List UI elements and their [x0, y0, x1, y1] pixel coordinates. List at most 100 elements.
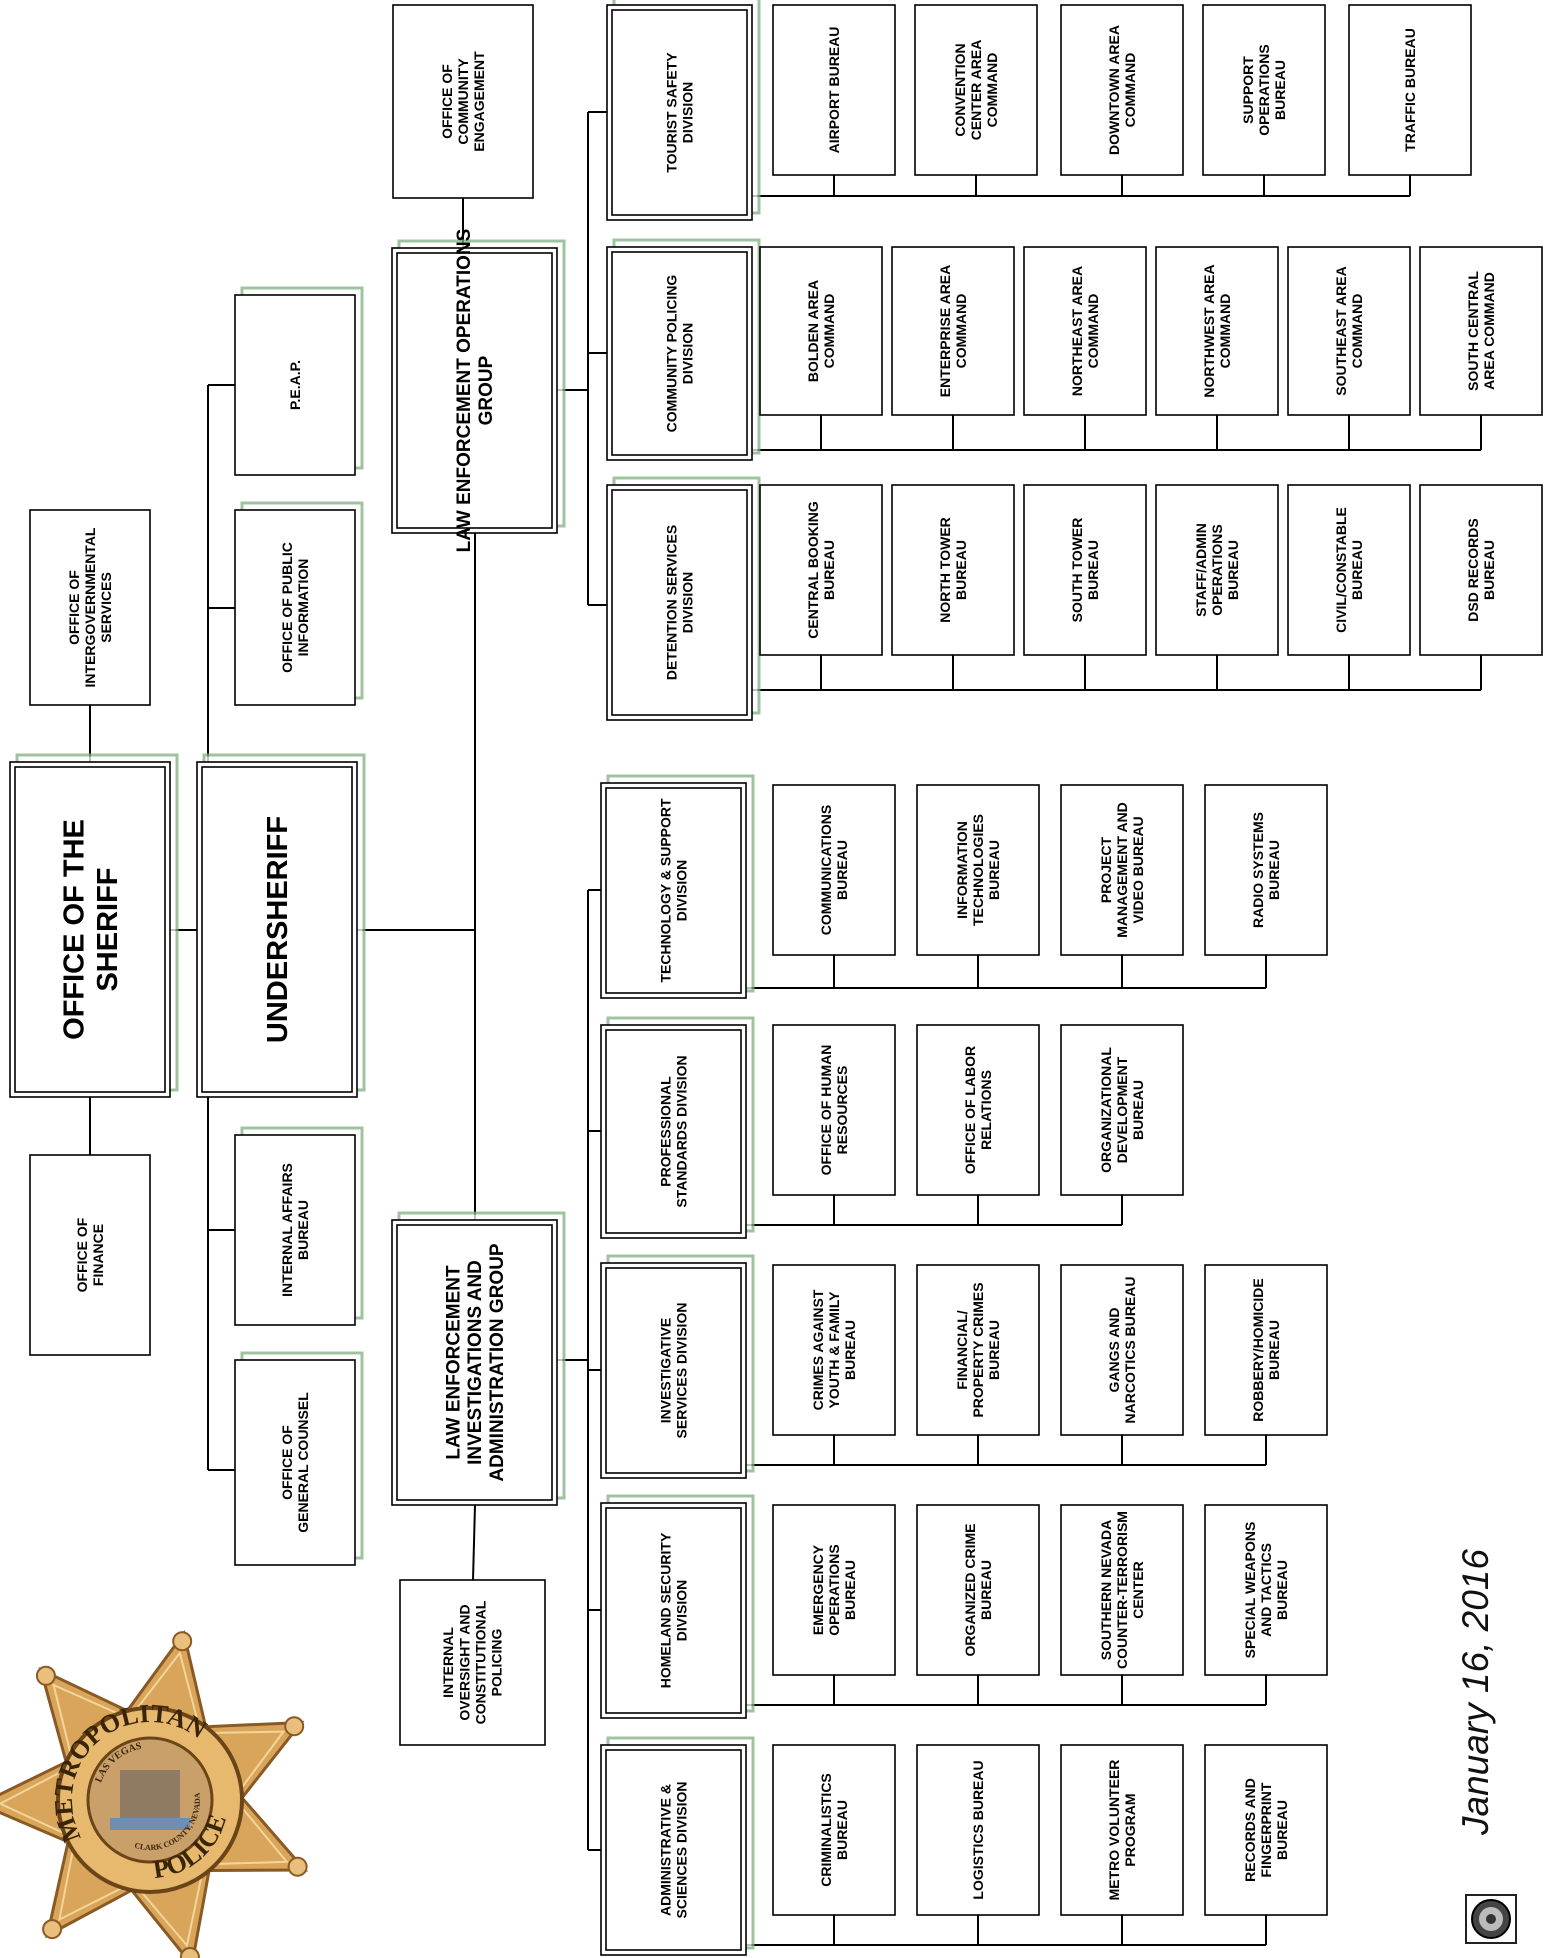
chart-date: January 16, 2016	[1455, 1549, 1496, 1835]
ioc-label: INTERNALOVERSIGHT ANDCONSTITUTIONALPOLIC…	[440, 1600, 504, 1724]
enterprise-box: ENTERPRISE AREACOMMAND	[891, 246, 1015, 416]
org-dev-box: ORGANIZATIONALDEVELOPMENTBUREAU	[1060, 1024, 1184, 1196]
volunteer-label: METRO VOLUNTEERPROGRAM	[1106, 1760, 1138, 1901]
airport-box: AIRPORT BUREAU	[772, 4, 896, 176]
civil-constable-box: CIVIL/CONSTABLEBUREAU	[1287, 484, 1411, 656]
civil-constable-label: CIVIL/CONSTABLEBUREAU	[1333, 507, 1365, 633]
human-resources-label: OFFICE OF HUMANRESOURCES	[818, 1045, 850, 1176]
staff-admin-box: STAFF/ADMINOPERATIONSBUREAU	[1155, 484, 1279, 656]
dsd-records-label: DSD RECORDSBUREAU	[1465, 518, 1497, 621]
southcentral-box: SOUTH CENTRALAREA COMMAND	[1419, 246, 1543, 416]
general-counsel-box: OFFICE OFGENERAL COUNSEL	[234, 1351, 364, 1566]
northwest-label: NORTHWEST AREACOMMAND	[1201, 264, 1233, 397]
northwest-box: NORTHWEST AREACOMMAND	[1155, 246, 1279, 416]
financial-property-label: FINANCIAL/PROPERTY CRIMESBUREAU	[954, 1282, 1002, 1417]
bolden-label: BOLDEN AREACOMMAND	[805, 280, 837, 382]
internal-affairs-box: INTERNAL AFFAIRSBUREAU	[234, 1126, 364, 1326]
internal-affairs-label: INTERNAL AFFAIRSBUREAU	[279, 1163, 311, 1297]
intergov-box: OFFICE OFINTERGOVERNMENTALSERVICES	[29, 509, 151, 706]
communications-label: COMMUNICATIONSBUREAU	[818, 805, 850, 935]
traffic-label: TRAFFIC BUREAU	[1402, 28, 1418, 152]
central-booking-label: CENTRAL BOOKINGBUREAU	[805, 501, 837, 639]
community-engagement-box: OFFICE OFCOMMUNITYENGAGEMENT	[392, 4, 534, 199]
community-engagement-label: OFFICE OFCOMMUNITYENGAGEMENT	[439, 51, 487, 152]
logistics-box: LOGISTICS BUREAU	[916, 1744, 1040, 1916]
criminalistics-box: CRIMINALISTICSBUREAU	[772, 1744, 896, 1916]
communications-box: COMMUNICATIONSBUREAU	[772, 784, 896, 956]
admin-sciences-label: ADMINISTRATIVE &SCIENCES DIVISION	[657, 1782, 689, 1919]
public-info-label: OFFICE OF PUBLICINFORMATION	[279, 542, 311, 673]
sheriff-label: OFFICE OF THESHERIFF	[59, 819, 124, 1040]
investigative-box: INVESTIGATIVESERVICES DIVISION	[600, 1254, 755, 1479]
project-mgmt-box: PROJECTMANAGEMENT ANDVIDEO BUREAU	[1060, 784, 1184, 956]
project-mgmt-label: PROJECTMANAGEMENT ANDVIDEO BUREAU	[1098, 802, 1146, 938]
financial-property-box: FINANCIAL/PROPERTY CRIMESBUREAU	[916, 1264, 1040, 1436]
staff-admin-label: STAFF/ADMINOPERATIONSBUREAU	[1193, 523, 1241, 617]
emergency-box: EMERGENCYOPERATIONSBUREAU	[772, 1504, 896, 1676]
crimes-youth-label: CRIMES AGAINSTYOUTH & FAMILYBUREAU	[810, 1289, 858, 1410]
crimes-youth-box: CRIMES AGAINSTYOUTH & FAMILYBUREAU	[772, 1264, 896, 1436]
leog-box: LAW ENFORCEMENT OPERATIONSGROUP	[391, 229, 566, 553]
downtown-label: DOWNTOWN AREACOMMAND	[1106, 25, 1138, 155]
convention-box: CONVENTIONCENTER AREACOMMAND	[914, 4, 1038, 176]
support-ops-box: SUPPORTOPERATIONSBUREAU	[1202, 4, 1326, 176]
professional-box: PROFESSIONALSTANDARDS DIVISION	[600, 1016, 755, 1239]
gangs-box: GANGS ANDNARCOTICS BUREAU	[1060, 1264, 1184, 1436]
org-boxes: OFFICE OF THESHERIFF UNDERSHERIFF OFFICE O…	[9, 0, 1543, 1956]
logistics-label: LOGISTICS BUREAU	[970, 1760, 986, 1899]
radio-box: RADIO SYSTEMSBUREAU	[1204, 784, 1328, 956]
north-tower-box: NORTH TOWERBUREAU	[891, 484, 1015, 656]
southcentral-label: SOUTH CENTRALAREA COMMAND	[1465, 271, 1497, 391]
peap-label: P.E.A.P.	[287, 360, 303, 410]
homeland-box: HOMELAND SECURITYDIVISION	[600, 1494, 755, 1719]
organized-crime-box: ORGANIZED CRIMEBUREAU	[916, 1504, 1040, 1676]
southeast-label: SOUTHEAST AREACOMMAND	[1333, 266, 1365, 395]
sheriff-box: OFFICE OF THESHERIFF	[9, 753, 179, 1098]
gangs-label: GANGS ANDNARCOTICS BUREAU	[1106, 1277, 1138, 1424]
info-tech-label: INFORMATIONTECHNOLOGIESBUREAU	[954, 814, 1002, 926]
tourist-label: TOURIST SAFETYDIVISION	[663, 52, 695, 173]
swat-label: SPECIAL WEAPONSAND TACTICSBUREAU	[1242, 1522, 1290, 1659]
labor-relations-box: OFFICE OF LABORRELATIONS	[916, 1024, 1040, 1196]
leiag-box: LAW ENFORCEMENTINVESTIGATIONS ANDADMINIS…	[391, 1211, 566, 1506]
traffic-box: TRAFFIC BUREAU	[1348, 4, 1472, 176]
south-tower-box: SOUTH TOWERBUREAU	[1023, 484, 1147, 656]
radio-label: RADIO SYSTEMSBUREAU	[1250, 812, 1282, 928]
technology-box: TECHNOLOGY & SUPPORTDIVISION	[600, 774, 755, 999]
records-label: RECORDS ANDFINGERPRINTBUREAU	[1242, 1778, 1290, 1882]
leog-label: LAW ENFORCEMENT OPERATIONSGROUP	[454, 229, 497, 553]
enterprise-label: ENTERPRISE AREACOMMAND	[937, 265, 969, 398]
human-resources-box: OFFICE OF HUMANRESOURCES	[772, 1024, 896, 1196]
volunteer-box: METRO VOLUNTEERPROGRAM	[1060, 1744, 1184, 1916]
sncc-box: SOUTHERN NEVADACOUNTER-TERRORISMCENTER	[1060, 1504, 1184, 1676]
undersheriff-box: UNDERSHERIFF	[196, 753, 366, 1098]
ioc-link	[472, 1504, 476, 1581]
dsd-records-box: DSD RECORDSBUREAU	[1419, 484, 1543, 656]
robbery-label: ROBBERY/HOMICIDEBUREAU	[1250, 1278, 1282, 1421]
tourist-box: TOURIST SAFETYDIVISION	[606, 0, 761, 221]
labor-relations-label: OFFICE OF LABORRELATIONS	[962, 1046, 994, 1174]
seal-stamp-icon	[1465, 1894, 1517, 1944]
organized-crime-label: ORGANIZED CRIMEBUREAU	[962, 1524, 994, 1657]
robbery-box: ROBBERY/HOMICIDEBUREAU	[1204, 1264, 1328, 1436]
airport-label: AIRPORT BUREAU	[826, 27, 842, 154]
emergency-label: EMERGENCYOPERATIONSBUREAU	[810, 1544, 858, 1636]
central-booking-box: CENTRAL BOOKINGBUREAU	[759, 484, 883, 656]
criminalistics-label: CRIMINALISTICSBUREAU	[818, 1773, 850, 1887]
community-policing-label: COMMUNITY POLICINGDIVISION	[663, 275, 695, 433]
homeland-label: HOMELAND SECURITYDIVISION	[657, 1532, 689, 1688]
bolden-box: BOLDEN AREACOMMAND	[759, 246, 883, 416]
admin-sciences-box: ADMINISTRATIVE &SCIENCES DIVISION	[600, 1736, 755, 1956]
info-tech-box: INFORMATIONTECHNOLOGIESBUREAU	[916, 784, 1040, 956]
peap-box: P.E.A.P.	[234, 286, 364, 476]
northeast-label: NORTHEAST AREACOMMAND	[1069, 266, 1101, 396]
investigative-label: INVESTIGATIVESERVICES DIVISION	[657, 1303, 689, 1439]
technology-label: TECHNOLOGY & SUPPORTDIVISION	[657, 798, 689, 983]
community-policing-box: COMMUNITY POLICINGDIVISION	[606, 238, 761, 461]
finance-box: OFFICE OFFINANCE	[29, 1154, 151, 1356]
finance-label: OFFICE OFFINANCE	[74, 1217, 106, 1292]
professional-label: PROFESSIONALSTANDARDS DIVISION	[657, 1055, 689, 1207]
downtown-box: DOWNTOWN AREACOMMAND	[1060, 4, 1184, 176]
